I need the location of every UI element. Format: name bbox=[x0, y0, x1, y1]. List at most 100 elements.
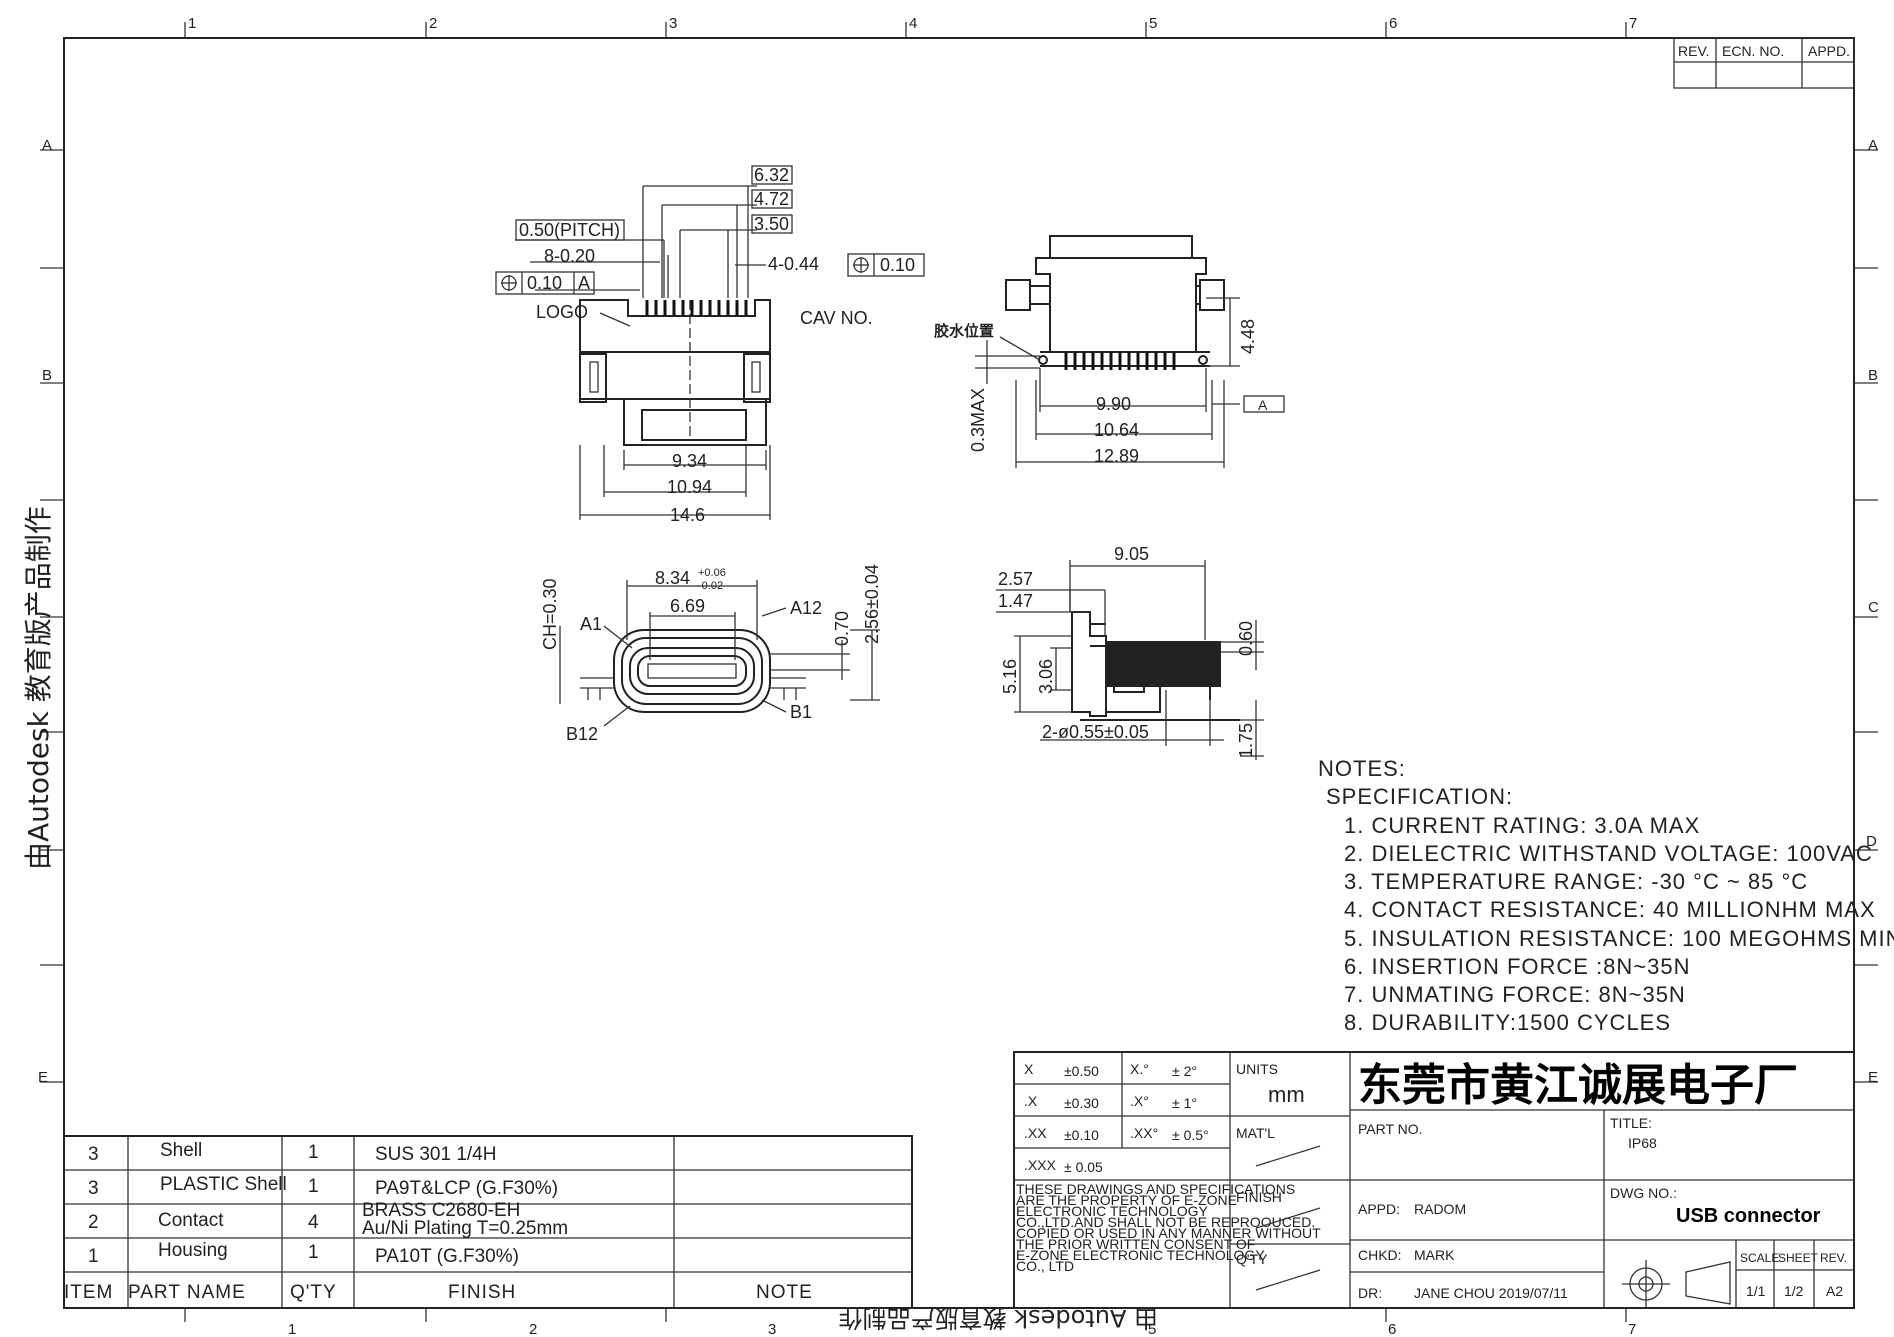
tol-dxxx-value: ± 0.05 bbox=[1064, 1159, 1103, 1175]
dim-2-56: 2.56±0.04 bbox=[862, 564, 882, 644]
appd-label: APPD: bbox=[1358, 1201, 1400, 1217]
scale-label: SCALE bbox=[1740, 1251, 1779, 1265]
col-5: 5 bbox=[1149, 15, 1157, 32]
col-6: 6 bbox=[1389, 15, 1397, 32]
disclaimer-line-8: CO., LTD bbox=[1016, 1258, 1074, 1274]
bottom-col-5: 5 bbox=[1148, 1321, 1156, 1337]
dim-4-48: 4.48 bbox=[1238, 319, 1258, 354]
material-label: MAT'L bbox=[1236, 1125, 1275, 1141]
dim-tol-0-10-left: 0.10 bbox=[527, 273, 562, 293]
bom-row2-part: PLASTIC Shell bbox=[160, 1174, 287, 1195]
col-3: 3 bbox=[669, 15, 677, 32]
tol-x-angle-value: ± 2° bbox=[1172, 1063, 1197, 1079]
col-2: 2 bbox=[429, 15, 437, 32]
dim-9-34: 9.34 bbox=[672, 451, 707, 471]
drawing-border: 1 2 3 4 5 6 7 1 2 3 5 6 7 A B E A B C D … bbox=[38, 15, 1879, 1337]
tol-x-angle-label: X.° bbox=[1130, 1061, 1149, 1077]
watermark-bottom: 由 Autodesk 教育版产品制作 bbox=[839, 1304, 1158, 1332]
bom-row3-item: 2 bbox=[88, 1212, 99, 1233]
bom-row4-qty: 1 bbox=[308, 1242, 319, 1263]
rev-label: REV. bbox=[1820, 1251, 1847, 1265]
dim-8-34: 8.34 bbox=[655, 568, 690, 588]
dim-1-47: 1.47 bbox=[998, 591, 1033, 611]
notes: NOTES: SPECIFICATION: 1. CURRENT RATING:… bbox=[1318, 756, 1894, 1035]
row-b-right: B bbox=[1868, 367, 1878, 384]
tol-dx-label: .X bbox=[1024, 1093, 1038, 1109]
bom-header-note: NOTE bbox=[756, 1282, 813, 1303]
qty-label: Q'TY bbox=[1236, 1251, 1268, 1267]
tol-x-label: X bbox=[1024, 1061, 1034, 1077]
dim-0-3max: 0.3MAX bbox=[968, 388, 988, 452]
pin-a1-label: A1 bbox=[580, 614, 602, 634]
dim-6-32: 6.32 bbox=[754, 165, 789, 185]
chkd-value: MARK bbox=[1414, 1247, 1455, 1263]
bom-row2-finish: PA9T&LCP (G.F30%) bbox=[375, 1178, 558, 1199]
ecn-header: ECN. NO. bbox=[1722, 43, 1784, 59]
col-7: 7 bbox=[1629, 15, 1637, 32]
dim-datum-a: A bbox=[578, 273, 590, 293]
title-value: IP68 bbox=[1628, 1135, 1657, 1151]
chkd-label: CHKD: bbox=[1358, 1247, 1402, 1263]
bom-row2-qty: 1 bbox=[308, 1176, 319, 1197]
watermark-left: 由Autodesk 教育版产品制作 bbox=[22, 506, 55, 870]
bom-header-item: ITEM bbox=[64, 1282, 113, 1303]
bom-row3-part: Contact bbox=[158, 1210, 224, 1231]
bom-row2-item: 3 bbox=[88, 1178, 99, 1199]
dim-0-60: 0.60 bbox=[1236, 621, 1256, 656]
col-1: 1 bbox=[188, 15, 196, 32]
tol-dxx-label: .XX bbox=[1024, 1125, 1047, 1141]
note-4: 4. CONTACT RESISTANCE: 40 MILLIONHM MAX bbox=[1344, 897, 1876, 922]
row-e-right: E bbox=[1868, 1069, 1878, 1086]
disclaimer-line-2: ARE THE PROPERTY OF E-ZONE bbox=[1016, 1192, 1237, 1208]
row-b-left: B bbox=[42, 367, 52, 384]
tol-dxxx-label: .XXX bbox=[1024, 1157, 1057, 1173]
drawn-label: DR: bbox=[1358, 1285, 1382, 1301]
notes-heading: NOTES: bbox=[1318, 756, 1406, 781]
disclaimer-line-6: THE PRIOR WRITTEN CONSENT OF bbox=[1016, 1236, 1255, 1252]
tol-dxx-angle-value: ± 0.5° bbox=[1172, 1127, 1209, 1143]
logo-label: LOGO bbox=[536, 302, 588, 322]
rev-value: A2 bbox=[1826, 1283, 1843, 1299]
sheet-value: 1/2 bbox=[1784, 1283, 1804, 1299]
disclaimer-line-3: ELECTRONIC TECHNOLOGY bbox=[1016, 1203, 1209, 1219]
bottom-col-7: 7 bbox=[1628, 1321, 1636, 1337]
note-3: 3. TEMPERATURE RANGE: -30 °C ~ 85 °C bbox=[1344, 869, 1808, 894]
bom-header-qty: Q'TY bbox=[290, 1282, 337, 1303]
dim-10-94: 10.94 bbox=[667, 477, 712, 497]
row-a-right: A bbox=[1868, 137, 1878, 154]
tol-dx-angle-label: .X° bbox=[1130, 1093, 1149, 1109]
dim-tol-0-10-right: 0.10 bbox=[880, 255, 915, 275]
bottom-col-2: 2 bbox=[529, 1321, 537, 1337]
tol-dx-angle-value: ± 1° bbox=[1172, 1095, 1197, 1111]
pin-a12-label: A12 bbox=[790, 598, 822, 618]
dim-holes: 2-ø0.55±0.05 bbox=[1042, 722, 1149, 742]
pin-b1-label: B1 bbox=[790, 702, 812, 722]
glue-position-label: 胶水位置 bbox=[934, 322, 994, 340]
tol-dxx-value: ±0.10 bbox=[1064, 1127, 1099, 1143]
units-label: UNITS bbox=[1236, 1061, 1278, 1077]
dim-9-05: 9.05 bbox=[1114, 544, 1149, 564]
side-view: 胶水位置 4.48 0.3MAX 9.90 10.64 12.89 A bbox=[934, 235, 1285, 468]
top-view: 6.32 4.72 3.50 0.50(PITCH) 8-0.20 4-0.44… bbox=[495, 165, 925, 525]
side-datum-a: A bbox=[1258, 397, 1268, 413]
row-c-right: C bbox=[1868, 599, 1879, 616]
dim-pitch: 0.50(PITCH) bbox=[519, 220, 620, 240]
bill-of-materials: 3 Shell 1 SUS 301 1/4H 3 PLASTIC Shell 1… bbox=[63, 1135, 913, 1309]
bom-row4-finish: PA10T (G.F30%) bbox=[375, 1246, 519, 1267]
dim-9-90: 9.90 bbox=[1096, 394, 1131, 414]
bom-row3-finish: BRASS C2680-EH bbox=[362, 1200, 520, 1221]
dwg-no-label: DWG NO.: bbox=[1610, 1185, 1677, 1201]
bom-row4-item: 1 bbox=[88, 1246, 99, 1267]
title-label: TITLE: bbox=[1610, 1115, 1652, 1131]
dim-2-57: 2.57 bbox=[998, 569, 1033, 589]
drawn-value: JANE CHOU 2019/07/11 bbox=[1414, 1285, 1568, 1301]
bom-row1-finish: SUS 301 1/4H bbox=[375, 1144, 496, 1165]
bottom-col-6: 6 bbox=[1388, 1321, 1396, 1337]
col-4: 4 bbox=[909, 15, 917, 32]
bottom-col-1: 1 bbox=[288, 1321, 296, 1337]
note-2: 2. DIELECTRIC WITHSTAND VOLTAGE: 100VAC bbox=[1344, 841, 1873, 866]
tol-x-value: ±0.50 bbox=[1064, 1063, 1099, 1079]
finish-label: FINISH bbox=[1236, 1189, 1282, 1205]
dim-4-72: 4.72 bbox=[754, 189, 789, 209]
bom-row1-part: Shell bbox=[160, 1140, 202, 1161]
